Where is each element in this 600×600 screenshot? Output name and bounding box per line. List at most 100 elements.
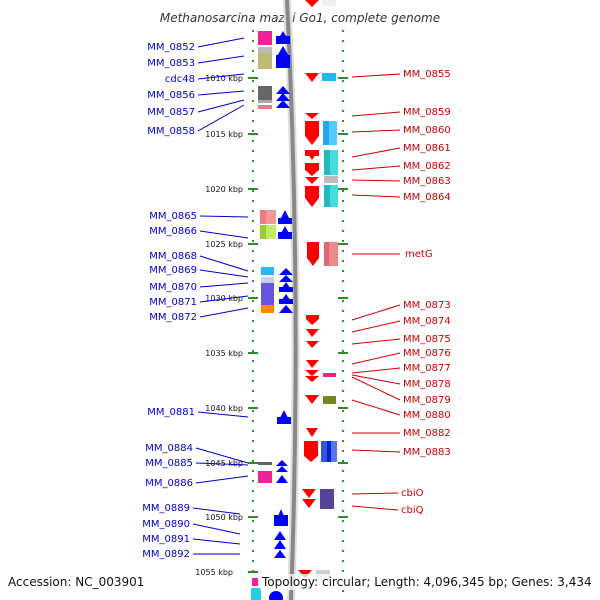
gene-label[interactable]: MM_0884 [145,443,193,454]
tick-marks [248,77,348,573]
gene-label[interactable]: MM_0853 [147,58,195,69]
gene-arrow [305,0,319,7]
gene-label[interactable]: MM_0889 [142,503,190,514]
gene-label[interactable]: MM_0891 [142,534,190,545]
gene-arrow [306,319,319,325]
gene-label[interactable]: MM_0870 [149,282,197,293]
gene-label[interactable]: MM_0871 [149,297,197,308]
gene-label[interactable]: MM_0865 [149,211,197,222]
gene-label[interactable]: MM_0861 [403,143,451,154]
gene-label[interactable]: MM_0890 [142,519,190,530]
gene-label[interactable]: MM_0882 [403,428,451,439]
tick-label: 1015 kbp [205,130,243,139]
gene-arrow [274,531,286,540]
gene-arrow [306,360,319,368]
gene-arrow [302,499,316,508]
gene-arrow [305,370,319,376]
gene-label[interactable]: MM_0864 [403,192,451,203]
gene-label[interactable]: MM_0863 [403,176,451,187]
gene-label[interactable]: metG [405,249,433,260]
gene-label[interactable]: MM_0886 [145,478,193,489]
gene-arrow [305,177,319,184]
gene-arrow [305,73,319,82]
gene-label[interactable]: cbiO [401,488,424,499]
gene-label[interactable]: MM_0885 [145,458,193,469]
gene-label[interactable]: MM_0857 [147,107,195,118]
gene-arrow [276,36,290,44]
gene-box [321,441,327,462]
tick-label: 1055 kbp [195,568,233,577]
gene-label[interactable]: MM_0873 [403,300,451,311]
tick-label: 1025 kbp [205,240,243,249]
gene-box [260,225,266,239]
gene-box [266,225,276,239]
gene-arrow [279,268,293,275]
topology-backdrop [260,574,596,590]
gene-label[interactable]: MM_0876 [403,348,451,359]
gene-label[interactable]: MM_0880 [403,410,451,421]
gene-label[interactable]: MM_0892 [142,549,190,560]
forward-genes [251,31,293,600]
gene-box [252,578,258,586]
tick-label: 1035 kbp [205,349,243,358]
gene-arrow [305,186,319,198]
gene-box [330,185,338,207]
gene-arrow [269,591,283,600]
gene-label[interactable]: MM_0875 [403,334,451,345]
gene-label[interactable]: MM_0855 [403,69,451,80]
gene-label[interactable]: MM_0859 [403,107,451,118]
tick-label: 1040 kbp [205,404,243,413]
gene-box [258,105,272,109]
gene-label[interactable]: MM_0872 [149,312,197,323]
gene-arrow [306,428,318,437]
gene-label[interactable]: MM_0883 [403,447,451,458]
gene-label[interactable]: MM_0858 [147,126,195,137]
gene-arrow [279,287,293,292]
gene-box [322,73,336,81]
gene-label[interactable]: MM_0869 [149,265,197,276]
gene-box [324,176,338,183]
gene-label[interactable]: MM_0878 [403,379,451,390]
gene-arrow [276,93,290,101]
gene-arrow [278,232,292,239]
gene-arrow [278,218,292,224]
gene-arrow [279,299,293,304]
gene-label[interactable]: cbiQ [401,505,424,516]
gene-arrow [305,121,319,136]
gene-arrow [276,100,290,108]
gene-arrow [307,242,319,258]
right-labels: MM_0855 MM_0859 MM_0860 MM_0861 MM_0862 … [401,69,451,516]
gene-arrow [306,315,319,319]
gene-box [324,150,330,175]
gene-label[interactable]: cdc48 [165,74,195,85]
gene-label[interactable]: MM_0868 [149,251,197,262]
gene-label[interactable]: MM_0856 [147,90,195,101]
gene-arrow [305,395,319,404]
gene-box [330,150,338,175]
gene-arrow [274,515,288,526]
tick-label: 1045 kbp [205,459,243,468]
right-label-lines [351,73,401,511]
gene-label[interactable]: MM_0862 [403,161,451,172]
gene-arrow [277,417,291,424]
gene-box [258,31,272,45]
gene-label[interactable]: MM_0881 [147,407,195,418]
gene-label[interactable]: MM_0874 [403,316,451,327]
gene-box [258,462,272,465]
gene-box [258,53,272,69]
gene-arrow [304,456,318,462]
gene-label[interactable]: MM_0866 [149,226,197,237]
gene-label[interactable]: MM_0852 [147,42,195,53]
gene-arrow [305,376,319,382]
gene-label[interactable]: MM_0879 [403,395,451,406]
gene-label[interactable]: MM_0860 [403,125,451,136]
gene-arrow [305,113,319,119]
gene-box [327,441,331,462]
gene-label[interactable]: MM_0877 [403,363,451,374]
gene-arrow [276,86,290,94]
gene-arrow [305,198,319,207]
gene-arrow [304,441,318,456]
left-label-lines [192,37,249,555]
accession-backdrop [0,572,158,590]
